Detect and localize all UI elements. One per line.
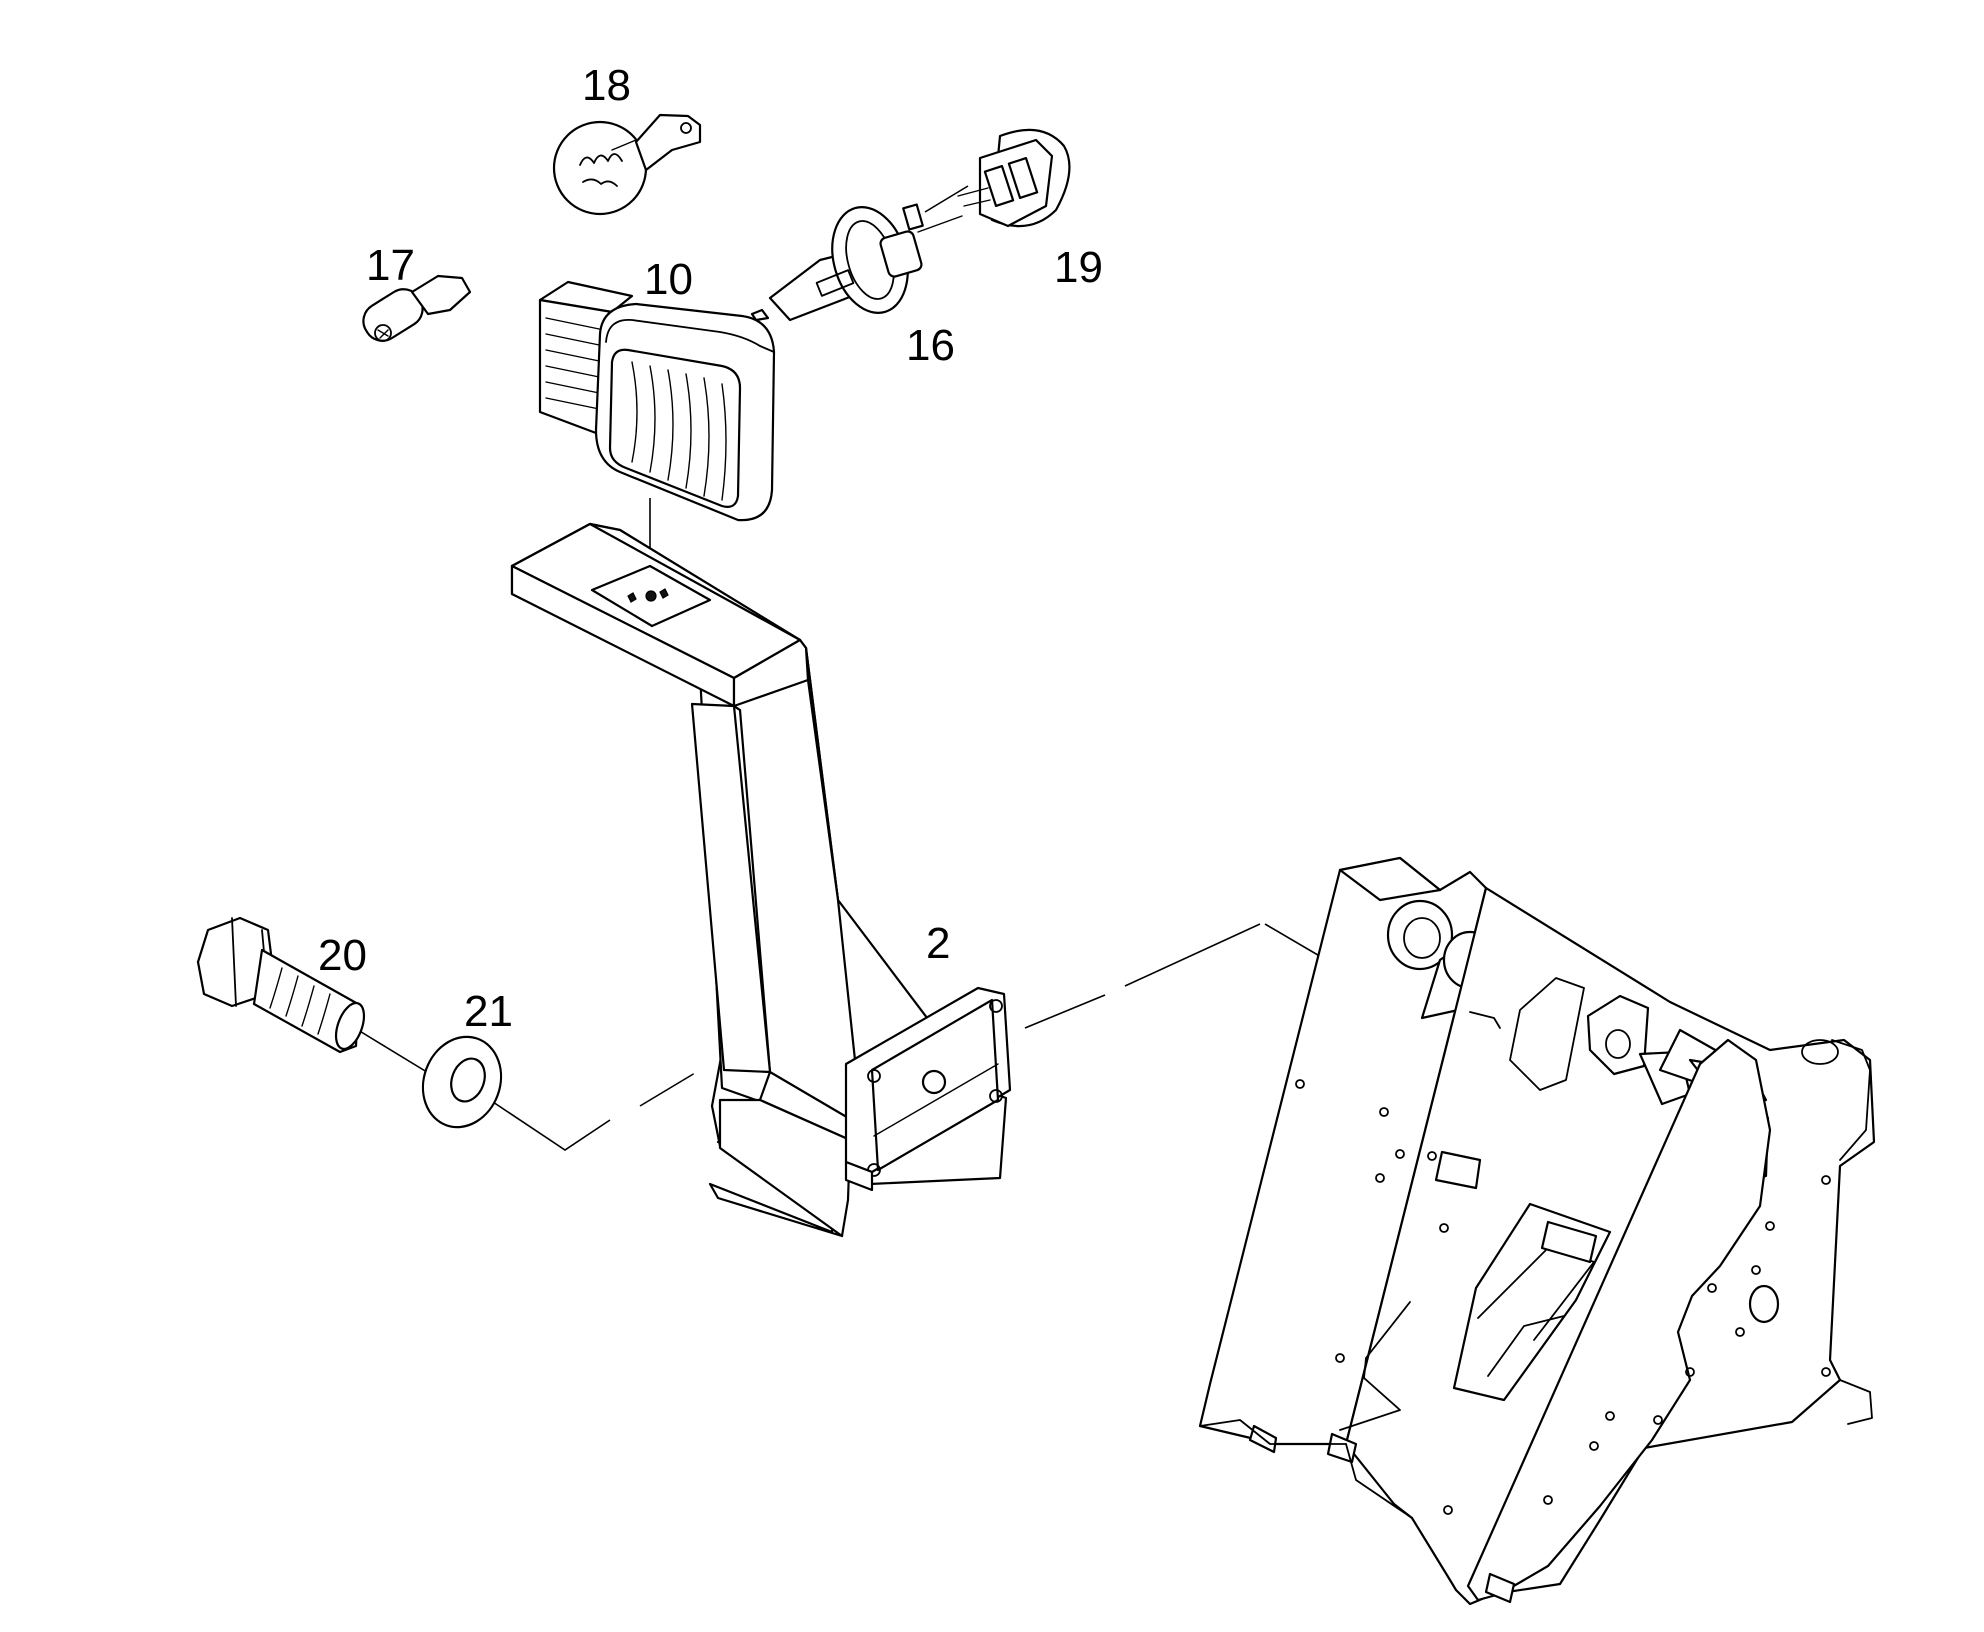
callout-21: 21 xyxy=(464,987,513,1036)
callout-20: 20 xyxy=(318,931,367,980)
loader-frame-assembly xyxy=(1198,856,1876,1606)
socket-part-19[interactable] xyxy=(957,128,1071,228)
halogen-bulb-part-16[interactable] xyxy=(750,198,963,322)
hex-bolt-part-20[interactable] xyxy=(196,916,369,1054)
callout-18: 18 xyxy=(582,61,631,110)
callout-17: 17 xyxy=(366,241,415,290)
work-lamp-part-10[interactable] xyxy=(538,280,776,522)
callout-10: 10 xyxy=(644,255,693,304)
bulb-round-part-18[interactable] xyxy=(552,113,702,216)
callout-2: 2 xyxy=(926,919,950,968)
callout-19: 19 xyxy=(1054,243,1103,292)
part-callouts: 18 17 10 19 16 2 20 21 xyxy=(318,61,1103,1036)
bracket-part-2[interactable] xyxy=(510,522,1012,1238)
bulb-small-part-17[interactable] xyxy=(357,274,472,348)
callout-16: 16 xyxy=(906,321,955,370)
washer-part-21[interactable] xyxy=(411,1026,514,1138)
